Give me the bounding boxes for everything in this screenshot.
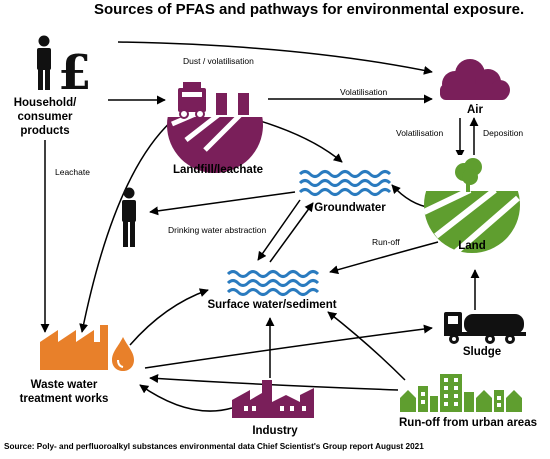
- arrow-urban-wwtw: [149, 374, 399, 391]
- water-waves-icon: [298, 170, 392, 196]
- edge-label-volatilisation-landfill: Volatilisation: [340, 87, 388, 97]
- arrow-land-surface: [329, 241, 439, 275]
- arrow-groundwater-surface: [257, 199, 301, 261]
- edge-label-volatilisation-land: Volatilisation: [396, 128, 444, 138]
- node-label-wwtw: Waste water treatment works: [19, 379, 109, 405]
- arrow-landfill-groundwater: [249, 117, 343, 163]
- water-waves-icon-2: [226, 270, 320, 296]
- arrow-urban-surface: [327, 311, 406, 381]
- edge-label-drinking-water: Drinking water abstraction: [168, 225, 267, 235]
- field-tree-icon: [420, 155, 524, 255]
- node-label-landfill: Landfill/leachate: [172, 164, 264, 176]
- arrow-wwtw-sludge: [144, 324, 433, 369]
- arrow-industry-wwtw: [139, 384, 233, 412]
- edge-label-leachate: Leachate: [55, 167, 90, 177]
- arrow-landfill-wwtw: [79, 117, 176, 333]
- factory-icon: [232, 380, 314, 418]
- arrow-groundwater-person: [149, 191, 296, 216]
- node-label-land: Land: [458, 240, 486, 252]
- node-label-sludge: Sludge: [462, 346, 502, 358]
- landfill-truck-icon: [167, 77, 263, 173]
- edge-label-runoff: Run-off: [372, 237, 400, 247]
- svg-text:£: £: [58, 45, 91, 101]
- tanker-truck-icon: [444, 312, 526, 344]
- diagram-title: Sources of PFAS and pathways for environ…: [94, 1, 525, 18]
- arrow-surface-groundwater: [269, 202, 314, 263]
- source-note: Source: Poly- and perfluoroalkyl substan…: [4, 442, 424, 451]
- node-label-urban: Run-off from urban areas: [398, 417, 537, 429]
- node-label-air: Air: [467, 104, 483, 116]
- edge-label-dust: Dust / volatilisation: [183, 56, 254, 66]
- person-pound-icon: £: [37, 35, 91, 101]
- node-label-surface-water: Surface water/sediment: [207, 299, 337, 311]
- factory-droplet-icon: [40, 325, 134, 371]
- buildings-icon: [400, 374, 522, 412]
- node-label-industry: Industry: [252, 425, 298, 437]
- person-icon: [122, 187, 136, 247]
- arrow-wwtw-surface: [129, 288, 209, 346]
- edge-label-deposition: Deposition: [483, 128, 524, 138]
- arrow-household-air: [117, 41, 433, 75]
- node-label-household: Household/ consumer products: [13, 97, 77, 137]
- node-label-groundwater: Groundwater: [314, 202, 386, 214]
- cloud-icon: [440, 59, 510, 100]
